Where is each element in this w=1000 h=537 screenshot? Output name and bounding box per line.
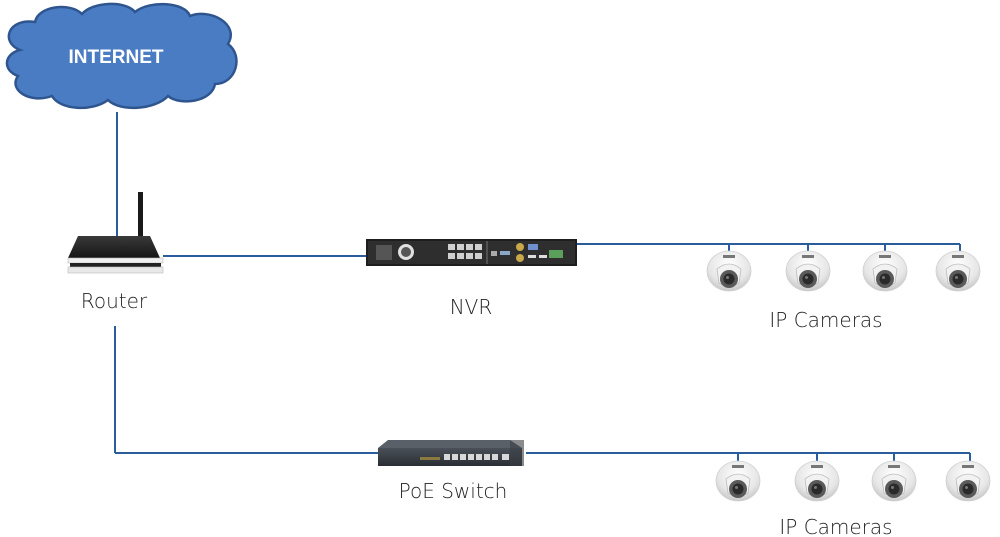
poe-switch-label: PoE Switch <box>399 479 508 503</box>
camera-icon <box>945 460 991 502</box>
poe-switch-icon <box>378 440 524 466</box>
router-icon <box>67 192 164 274</box>
poe-switch-node: PoE Switch <box>378 440 524 503</box>
ip-cameras-top-label: IP Cameras <box>769 308 882 332</box>
camera-icon <box>862 250 908 292</box>
camera-group-bottom: IP Cameras <box>715 460 991 537</box>
router-label: Router <box>81 289 148 313</box>
camera-icon <box>935 250 981 292</box>
camera-icon <box>871 460 917 502</box>
cloud-icon <box>5 2 238 110</box>
nvr-node: NVR <box>366 239 577 319</box>
internet-label: INTERNET <box>69 47 164 68</box>
ip-cameras-bottom-label: IP Cameras <box>779 515 892 537</box>
camera-icon <box>706 250 752 292</box>
internet-cloud-node: INTERNET <box>5 2 238 110</box>
nvr-icon <box>366 239 577 266</box>
camera-icon <box>785 250 831 292</box>
camera-icon <box>715 460 761 502</box>
connection-lines <box>114 112 971 461</box>
nvr-label: NVR <box>450 295 493 319</box>
camera-icon <box>794 460 840 502</box>
router-node: Router <box>67 192 164 313</box>
camera-group-top: IP Cameras <box>706 250 981 332</box>
